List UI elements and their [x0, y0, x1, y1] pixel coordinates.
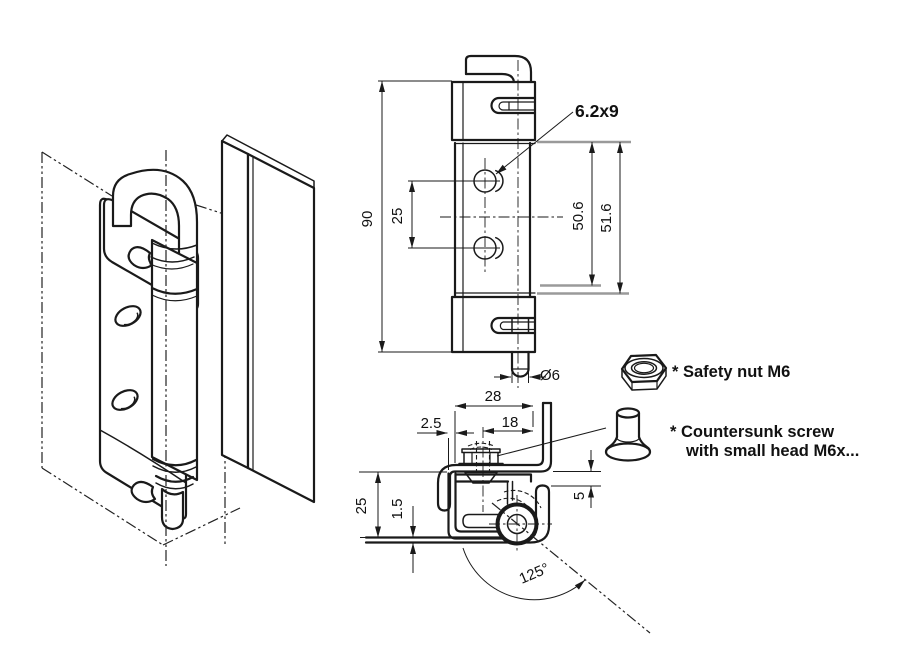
dim-25-label: 25: [389, 208, 406, 225]
legend-safety-nut-label: * Safety nut M6: [672, 363, 790, 381]
bottom-clip-hook: [130, 480, 157, 504]
dim-90: 90: [359, 80, 452, 353]
pivot-section: [489, 489, 552, 553]
safety-nut-icon: [620, 353, 668, 391]
dim-5: 5: [551, 450, 601, 508]
legend-countersunk-line1: * Countersunk screw: [670, 423, 834, 441]
isometric-view: [41, 134, 316, 566]
frame-channel: [220, 134, 316, 504]
bottom-knuckle-block: [450, 292, 537, 354]
dim-51-6: 51.6: [598, 142, 623, 294]
hole-size-label: 6.2x9: [575, 101, 619, 121]
dim-angle-125: 125°: [462, 502, 651, 634]
dim-2-5: 2.5: [417, 415, 474, 470]
nut-and-screw-section: [458, 441, 504, 484]
dim-28-label: 28: [485, 388, 502, 405]
hinge-pin-iso: [160, 487, 185, 531]
dim-90-label: 90: [359, 211, 376, 228]
section-view: 125° 28 18 2.5 25: [353, 388, 651, 634]
dim-1-5-label: 1.5: [389, 499, 406, 520]
dim-18: 18: [483, 414, 533, 434]
legend-countersunk-line2: with small head M6x...: [685, 442, 859, 460]
top-knuckle-block: [450, 80, 537, 142]
dim-25-depth: 25: [353, 471, 447, 538]
countersunk-screw-icon: [604, 407, 652, 462]
angle-label: 125°: [517, 560, 552, 588]
front-view: 90 25 50.6 51.6 6.2x9 Ø6: [359, 54, 631, 388]
bottom-pin: [510, 350, 530, 378]
dim-25: 25: [389, 181, 415, 248]
dim-51-6-label: 51.6: [598, 203, 615, 232]
leaf-hole-bottom: [111, 389, 139, 411]
dim-25-depth-label: 25: [353, 498, 370, 515]
mid-clip-hook: [127, 246, 154, 270]
pin-dia-label: Ø6: [540, 367, 560, 384]
dim-28: 28: [454, 388, 534, 463]
dim-dia-6: Ø6: [494, 366, 560, 384]
dim-2-5-label: 2.5: [421, 415, 442, 432]
dim-1-5: 1.5: [389, 499, 416, 573]
dim-5-label: 5: [571, 492, 588, 500]
leaf-hole-top: [114, 305, 142, 327]
screw-leader-line: [496, 427, 607, 457]
legend: * Safety nut M6 * Countersunk screw with…: [604, 353, 859, 462]
dim-50-6-label: 50.6: [570, 201, 587, 230]
label-hole-6-2x9: 6.2x9: [495, 101, 619, 175]
top-hook: [464, 54, 533, 84]
dim-50-6: 50.6: [570, 142, 595, 286]
leaf-front: [453, 141, 536, 299]
countersunk-head-section: [464, 471, 498, 484]
dim-18-label: 18: [502, 414, 519, 431]
hinge-knuckle-column: [127, 238, 199, 531]
